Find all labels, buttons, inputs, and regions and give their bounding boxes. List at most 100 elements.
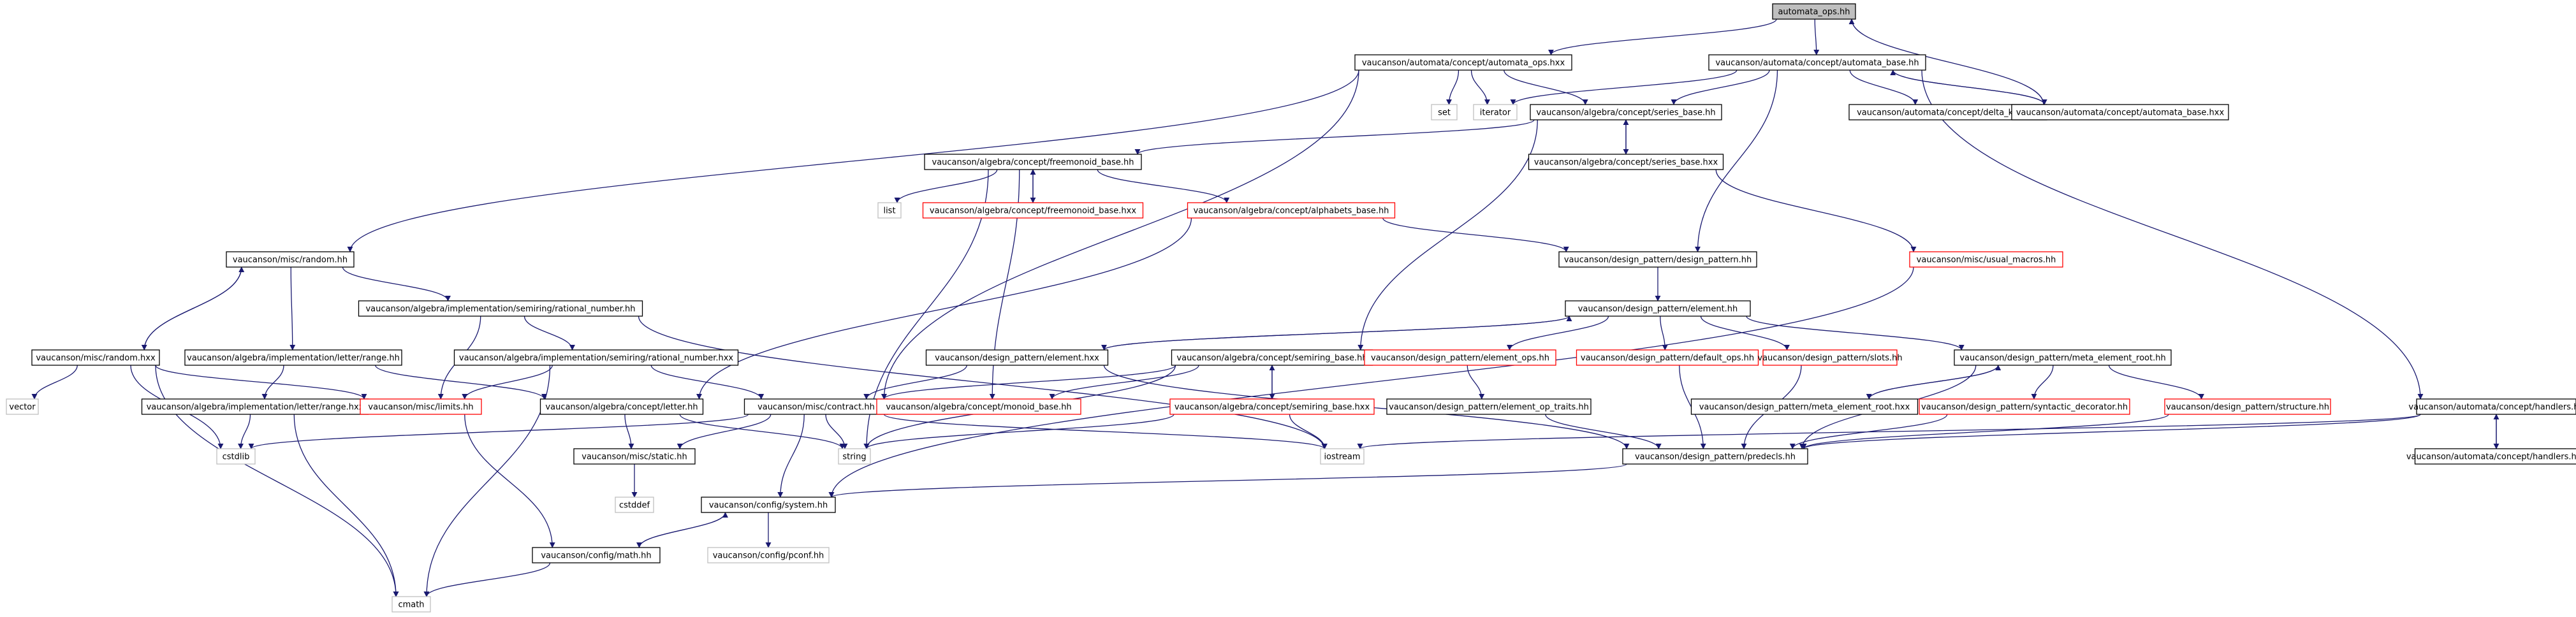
graph-node-element-ops[interactable]: vaucanson/design_pattern/element_ops.hh [1364,349,1556,366]
node-label: string [842,453,866,462]
node-label: vaucanson/automata/concept/automata_base… [2016,108,2225,118]
graph-node-freemonoid-hxx[interactable]: vaucanson/algebra/concept/freemonoid_bas… [922,202,1144,219]
node-box [6,398,39,415]
graph-node-letter[interactable]: vaucanson/algebra/concept/letter.hh [539,398,704,415]
edge-letter_range_hxx-to-cmath [293,414,399,597]
node-box [1762,349,1898,366]
node-box [1558,251,1757,268]
edge-auto_base-to-design_pattern [1694,69,1778,252]
node-label: vaucanson/misc/random.hxx [36,354,156,363]
graph-node-design-pattern[interactable]: vaucanson/design_pattern/design_pattern.… [1558,251,1757,268]
node-label: vaucanson/config/system.hh [709,501,828,511]
graph-node-syntactic-decorator[interactable]: vaucanson/design_pattern/syntactic_decor… [1919,398,2130,415]
node-label: vaucanson/design_pattern/element_op_trai… [1389,403,1589,412]
graph-node-rational-number[interactable]: vaucanson/algebra/implementation/semirin… [358,300,643,317]
graph-node-predecls[interactable]: vaucanson/design_pattern/predecls.hh [1622,448,1808,465]
edge-root-to-ops_hxx [1548,18,1777,55]
node-label: vaucanson/algebra/implementation/letter/… [147,403,364,412]
node-label: vaucanson/design_pattern/element.hh [1578,305,1738,314]
node-layer: automata_ops.hh vaucanson/automata/concep… [6,3,2576,613]
graph-node-rational-number-hxx[interactable]: vaucanson/algebra/implementation/semirin… [453,349,739,366]
graph-node-series-base-hxx[interactable]: vaucanson/algebra/concept/series_base.hx… [1528,154,1724,170]
graph-node-handlers[interactable]: vaucanson/automata/concept/handlers.hh [2408,398,2576,415]
edge-rational_number-to-rational_number_hxx [523,316,576,351]
node-box [453,349,739,366]
graph-node-random-hxx[interactable]: vaucanson/misc/random.hxx [31,349,160,366]
node-box [2011,104,2229,120]
node-label: cmath [398,600,424,610]
edge-random_hxx-to-vector [31,365,78,400]
node-label: list [883,207,895,216]
graph-node-semiring-base-hxx[interactable]: vaucanson/algebra/concept/semiring_base.… [1169,398,1375,415]
node-label: vaucanson/design_pattern/slots.hh [1757,354,1902,363]
graph-node-iterator: iterator [1473,104,1518,120]
node-box [1690,398,1919,415]
graph-node-element-op-traits[interactable]: vaucanson/design_pattern/element_op_trai… [1386,398,1592,415]
node-box [707,547,830,563]
edge-element-to-element_ops [1507,316,1609,351]
graph-node-monoid-base[interactable]: vaucanson/algebra/concept/monoid_base.hh [876,398,1081,415]
graph-node-semiring-base[interactable]: vaucanson/algebra/concept/semiring_base.… [1171,349,1373,366]
node-label: cstddef [619,501,650,511]
graph-node-root[interactable]: automata_ops.hh [1772,3,1856,20]
node-label: vaucanson/algebra/implementation/letter/… [187,354,400,363]
edge-meta_element_root-to-syntactic_decorator [2031,365,2054,400]
edge-element_op_traits-to-predecls [1545,414,1662,449]
graph-node-auto-base[interactable]: vaucanson/automata/concept/automata_base… [1708,54,1926,71]
node-box [1364,349,1556,366]
node-label: vaucanson/automata/concept/delta_kind.hh [1857,108,2039,118]
graph-node-element-hxx[interactable]: vaucanson/design_pattern/element.hxx [925,349,1109,366]
edge-handlers-to-iostream [1358,414,2421,449]
graph-node-meta-element-root[interactable]: vaucanson/design_pattern/meta_element_ro… [1954,349,2172,366]
edge-letter_range-to-letter [375,365,547,400]
node-label: vaucanson/algebra/concept/series_base.hh [1536,108,1715,118]
node-box [877,202,902,219]
graph-node-random[interactable]: vaucanson/misc/random.hh [226,251,355,268]
node-label: vaucanson/algebra/concept/semiring_base.… [1176,354,1367,363]
graph-node-static[interactable]: vaucanson/misc/static.hh [573,448,696,465]
graph-node-system[interactable]: vaucanson/config/system.hh [701,497,836,513]
node-label: vaucanson/design_pattern/predecls.hh [1635,453,1796,462]
graph-node-slots[interactable]: vaucanson/design_pattern/slots.hh [1757,349,1903,366]
node-box [701,497,836,513]
edge-letter-to-string [679,414,845,449]
edge-rational_number_hxx-to-limits [462,365,553,400]
graph-node-element[interactable]: vaucanson/design_pattern/element.hh [1565,300,1751,317]
node-box [358,300,643,317]
edge-root-to-auto_base [1813,18,1820,55]
node-box [876,398,1081,415]
node-box [2164,398,2331,415]
edge-structure-to-predecls [1801,414,2169,449]
graph-node-default-ops[interactable]: vaucanson/design_pattern/default_ops.hh [1576,349,1759,366]
graph-node-cstdlib: cstdlib [216,448,256,465]
node-box [1565,300,1751,317]
node-label: vaucanson/design_pattern/meta_element_ro… [1699,403,1910,412]
edge-letter_range-to-letter_range_hxx [261,365,284,400]
node-box [1473,104,1518,120]
graph-node-letter-range[interactable]: vaucanson/algebra/implementation/letter/… [184,349,402,366]
graph-node-handlers-hxx[interactable]: vaucanson/automata/concept/handlers.hxx [2406,448,2576,465]
graph-node-letter-range-hxx[interactable]: vaucanson/algebra/implementation/letter/… [141,398,369,415]
graph-node-auto-base-hxx[interactable]: vaucanson/automata/concept/automata_base… [2011,104,2229,120]
graph-node-series-base[interactable]: vaucanson/algebra/concept/series_base.hh [1530,104,1722,120]
graph-node-list: list [877,202,902,219]
graph-node-freemonoid[interactable]: vaucanson/algebra/concept/freemonoid_bas… [924,154,1142,170]
node-box [392,596,431,613]
graph-node-contract[interactable]: vaucanson/misc/contract.hh [743,398,889,415]
node-label: vaucanson/design_pattern/syntactic_decor… [1921,403,2128,412]
graph-node-alphabets[interactable]: vaucanson/algebra/concept/alphabets_base… [1187,202,1396,219]
graph-node-limits[interactable]: vaucanson/misc/limits.hh [360,398,482,415]
node-label: vaucanson/algebra/concept/freemonoid_bas… [930,207,1136,216]
graph-node-ops-hxx[interactable]: vaucanson/automata/concept/automata_ops.… [1354,54,1572,71]
graph-node-meta-element-root-hxx[interactable]: vaucanson/design_pattern/meta_element_ro… [1690,398,1919,415]
node-label: vaucanson/design_pattern/meta_element_ro… [1959,354,2165,363]
node-box [1708,54,1926,71]
node-box [1622,448,1808,465]
graph-node-math[interactable]: vaucanson/config/math.hh [532,547,661,563]
graph-node-usual-macros[interactable]: vaucanson/misc/usual_macros.hh [1909,251,2063,268]
graph-node-pconf: vaucanson/config/pconf.hh [707,547,830,563]
node-label: vaucanson/algebra/concept/semiring_base.… [1175,403,1370,412]
graph-node-structure[interactable]: vaucanson/design_pattern/structure.hh [2164,398,2331,415]
edge-random-to-rational_number [342,266,451,301]
edge-freemonoid-to-list [894,169,998,203]
